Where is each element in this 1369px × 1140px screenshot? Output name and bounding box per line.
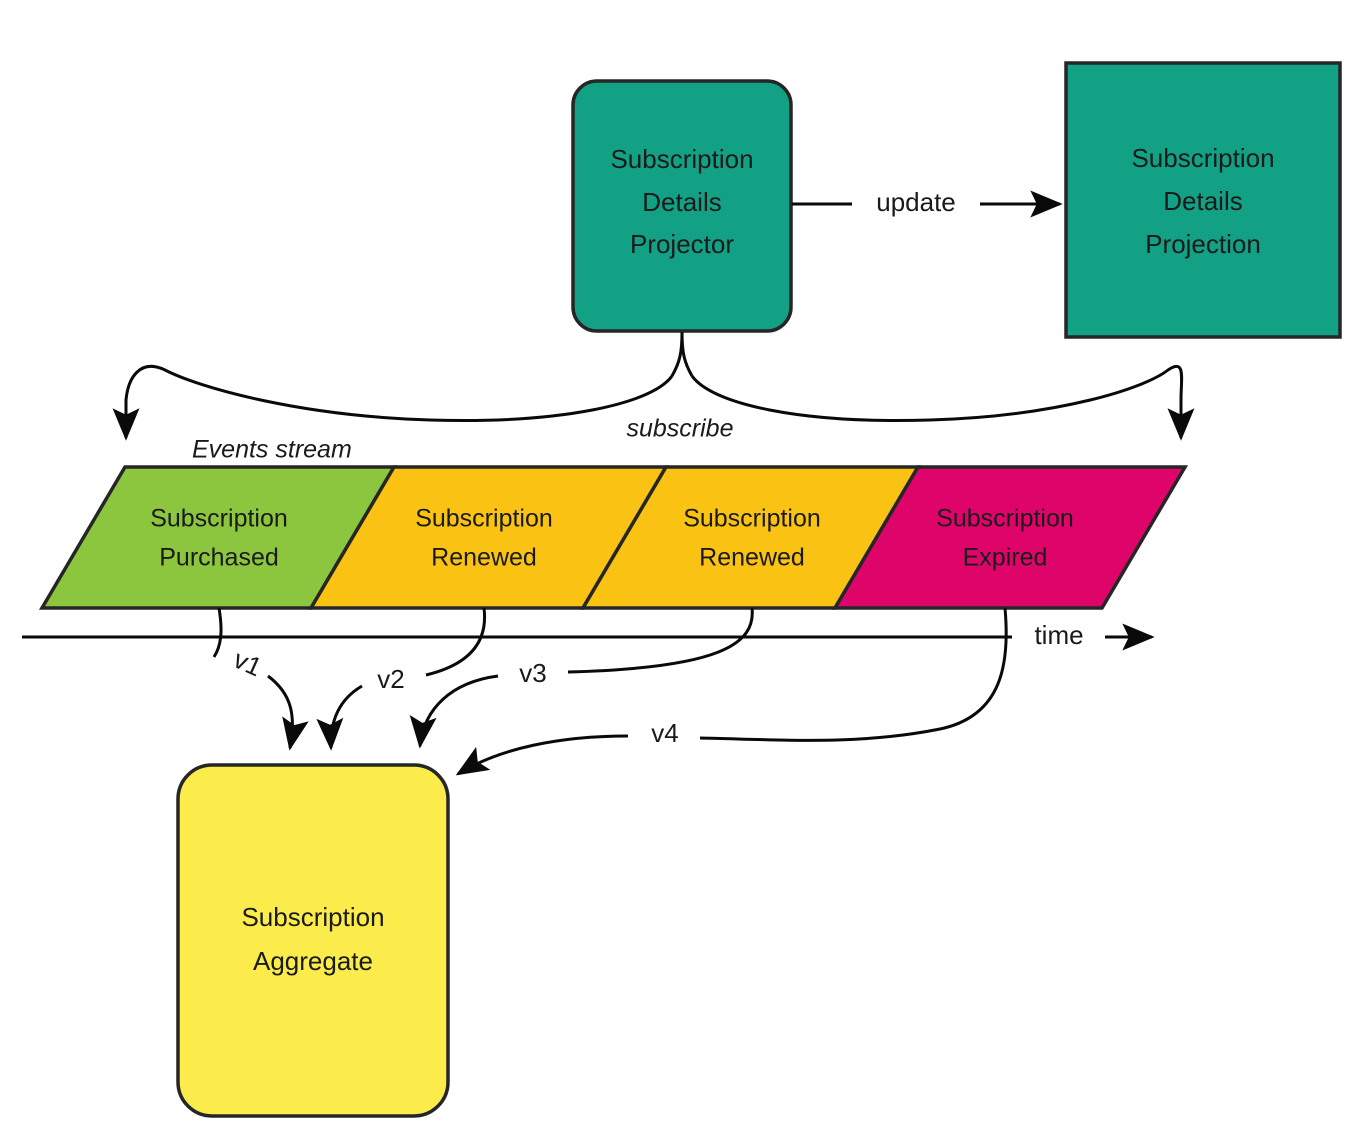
events-stream-caption: Events stream (192, 436, 352, 464)
edge-v4: v4 (455, 607, 1008, 776)
event-segment-subscription-expired[interactable]: Subscription Expired (831, 465, 1189, 610)
projection-label-line-3: Projection (1145, 229, 1261, 259)
edge-v2: v2 (316, 607, 487, 751)
edge-v3: v3 (409, 607, 754, 749)
event-3-label-line-2: Renewed (699, 544, 805, 572)
node-subscription-details-projection[interactable]: Subscription Details Projection (1064, 61, 1342, 339)
aggregate-label-line-2: Aggregate (253, 946, 373, 976)
aggregate-label-line-1: Subscription (241, 902, 384, 932)
node-subscription-details-projector[interactable]: Subscription Details Projector (571, 79, 793, 333)
time-axis-label: time (1034, 620, 1083, 650)
projection-label-line-2: Details (1163, 186, 1242, 216)
event-segment-subscription-purchased[interactable]: Subscription Purchased (38, 465, 398, 610)
v2-label: v2 (377, 664, 404, 694)
edge-subscribe: subscribe (112, 331, 1195, 443)
event-4-label-line-2: Expired (963, 544, 1048, 572)
v1-label: v1 (229, 644, 266, 683)
event-3-label-line-1: Subscription (683, 505, 821, 533)
v3-label: v3 (519, 658, 546, 688)
event-1-label-line-2: Purchased (159, 544, 279, 572)
update-edge-label: update (876, 187, 956, 217)
event-1-label-line-1: Subscription (150, 505, 288, 533)
time-axis: time (22, 620, 1155, 651)
event-2-label-line-2: Renewed (431, 544, 537, 572)
edge-v1: v1 (212, 607, 309, 751)
events-stream: Subscription Purchased Subscription Rene… (38, 465, 1189, 610)
v4-label: v4 (651, 718, 678, 748)
node-subscription-aggregate[interactable]: Subscription Aggregate (176, 763, 450, 1118)
projector-label-line-1: Subscription (610, 144, 753, 174)
edge-update: update (792, 187, 1063, 218)
projection-label-line-1: Subscription (1131, 143, 1274, 173)
projector-label-line-2: Details (642, 187, 721, 217)
event-2-label-line-1: Subscription (415, 505, 553, 533)
projector-label-line-3: Projector (630, 229, 734, 259)
event-4-label-line-1: Subscription (936, 505, 1074, 533)
subscribe-edge-label: subscribe (627, 415, 734, 443)
